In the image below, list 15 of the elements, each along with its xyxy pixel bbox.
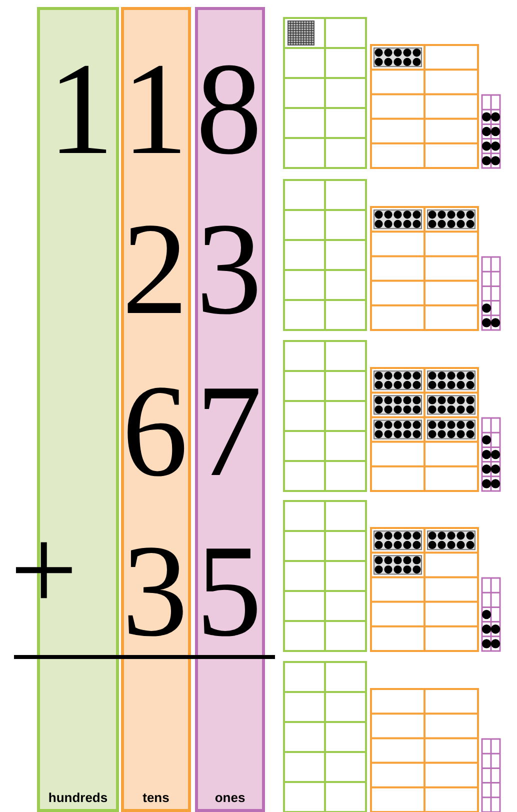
- digit: 5: [196, 525, 262, 657]
- digit: 7: [196, 365, 262, 497]
- digit: 3: [196, 203, 262, 335]
- digit: 6: [122, 365, 188, 497]
- place-value-column: [195, 7, 265, 812]
- digit: 8: [196, 43, 262, 175]
- column-label: tens: [142, 790, 170, 805]
- digit: 1: [122, 43, 188, 175]
- column-label: ones: [214, 790, 246, 805]
- digit: 2: [122, 203, 188, 335]
- plus-sign: +: [10, 510, 78, 630]
- place-value-column: [121, 7, 191, 812]
- column-label: hundreds: [47, 790, 109, 805]
- digit: 3: [122, 525, 188, 657]
- digit: 1: [48, 43, 114, 175]
